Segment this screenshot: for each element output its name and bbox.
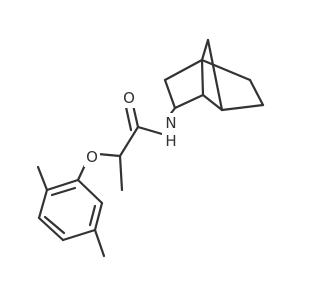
bond <box>136 125 164 136</box>
bond <box>173 93 205 110</box>
bond <box>93 228 106 258</box>
bond <box>37 188 49 220</box>
molecule-structure: O O N H <box>36 38 265 258</box>
bond <box>206 38 224 112</box>
bond <box>118 154 124 192</box>
amide-nitrogen-atom: N H <box>162 113 180 151</box>
bond <box>61 228 97 242</box>
bond <box>200 38 210 62</box>
bond <box>220 103 265 112</box>
ether-oxygen-atom: O <box>84 147 100 167</box>
bond <box>93 201 104 232</box>
bond <box>50 186 77 197</box>
bond <box>45 178 80 192</box>
bond <box>201 93 224 112</box>
bond <box>200 58 252 82</box>
bond <box>43 215 66 235</box>
atom-labels: O O N H <box>84 88 180 167</box>
bond <box>124 105 133 132</box>
bond <box>248 78 265 107</box>
bond <box>36 165 49 192</box>
bond <box>96 152 122 158</box>
bond <box>118 125 140 158</box>
carbonyl-oxygen-atom: O <box>120 88 138 108</box>
ether-oxygen-label: O <box>86 148 98 166</box>
bond <box>88 204 97 227</box>
bond <box>76 178 104 205</box>
bond <box>200 58 205 97</box>
bonds <box>36 38 265 258</box>
nitrogen-hydrogen-label: H <box>165 132 176 150</box>
bond <box>163 78 177 110</box>
bond <box>131 103 140 129</box>
molecule-diagram: O O N H <box>36 38 265 258</box>
bond <box>163 58 204 82</box>
nitrogen-label: N <box>165 114 176 132</box>
bond <box>37 216 65 242</box>
carbonyl-oxygen-label: O <box>123 89 135 107</box>
